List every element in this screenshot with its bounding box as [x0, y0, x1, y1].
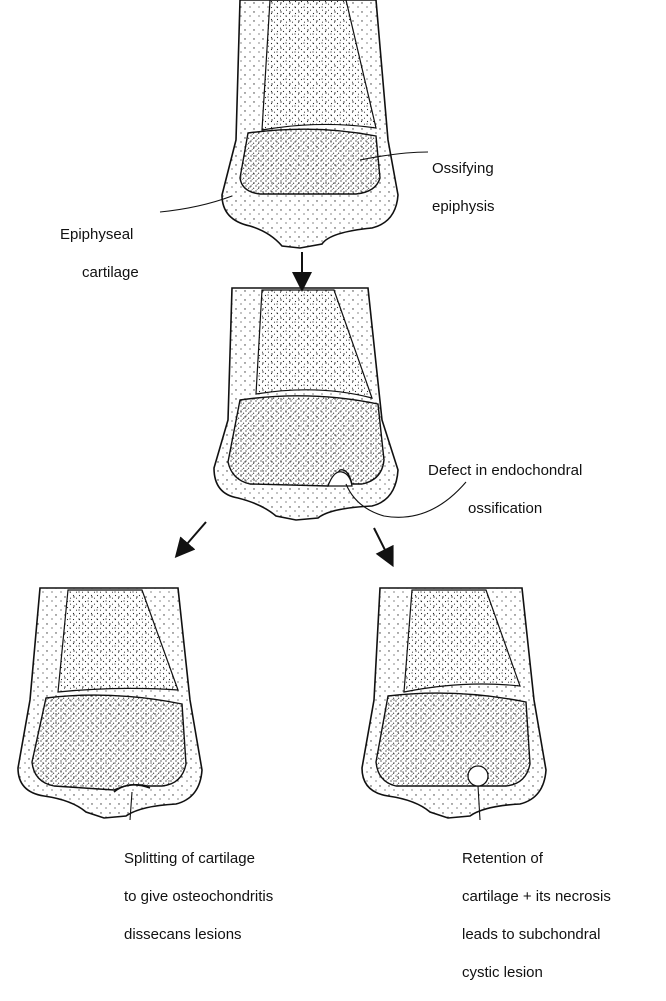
label-retention-line-4: cystic lesion: [462, 963, 611, 982]
diagram-stage: Ossifying epiphysis Epiphyseal cartilage…: [0, 0, 666, 924]
ossifying-epiphysis-3b: [376, 693, 530, 786]
leader-epiphyseal: [160, 196, 232, 212]
label-splitting-line-1: Splitting of cartilage: [124, 849, 273, 868]
label-retention: Retention of cartilage + its necrosis le…: [462, 830, 611, 1001]
subchondral-cyst: [468, 766, 488, 786]
ossifying-epiphysis-1: [240, 129, 380, 194]
bone-stage-1: [160, 0, 428, 248]
bone-stage-3b: [362, 588, 546, 820]
label-ossifying-epiphysis: Ossifying epiphysis: [432, 140, 495, 235]
label-epiphyseal-line-2: cartilage: [60, 263, 139, 282]
label-ossifying-line-2: epiphysis: [432, 197, 495, 216]
ossifying-epiphysis-2: [228, 396, 384, 486]
label-ossifying-line-1: Ossifying: [432, 159, 495, 178]
label-retention-line-3: leads to subchondral: [462, 925, 611, 944]
bone-stage-3a: [18, 588, 202, 820]
label-splitting-line-2: to give osteochondritis: [124, 887, 273, 906]
label-splitting: Splitting of cartilage to give osteochon…: [124, 830, 273, 963]
label-defect-line-1: Defect in endochondral: [428, 461, 582, 480]
ossifying-epiphysis-3a: [32, 695, 186, 790]
label-epiphyseal-line-1: Epiphyseal: [60, 225, 139, 244]
label-splitting-line-3: dissecans lesions: [124, 925, 273, 944]
arrow-right-down: [374, 528, 390, 560]
label-retention-line-1: Retention of: [462, 849, 611, 868]
label-defect-line-2: ossification: [428, 499, 582, 518]
label-retention-line-2: cartilage + its necrosis: [462, 887, 611, 906]
label-epiphyseal-cartilage: Epiphyseal cartilage: [60, 206, 139, 301]
arrow-left-down: [180, 522, 206, 552]
label-endochondral-defect: Defect in endochondral ossification: [428, 442, 582, 537]
